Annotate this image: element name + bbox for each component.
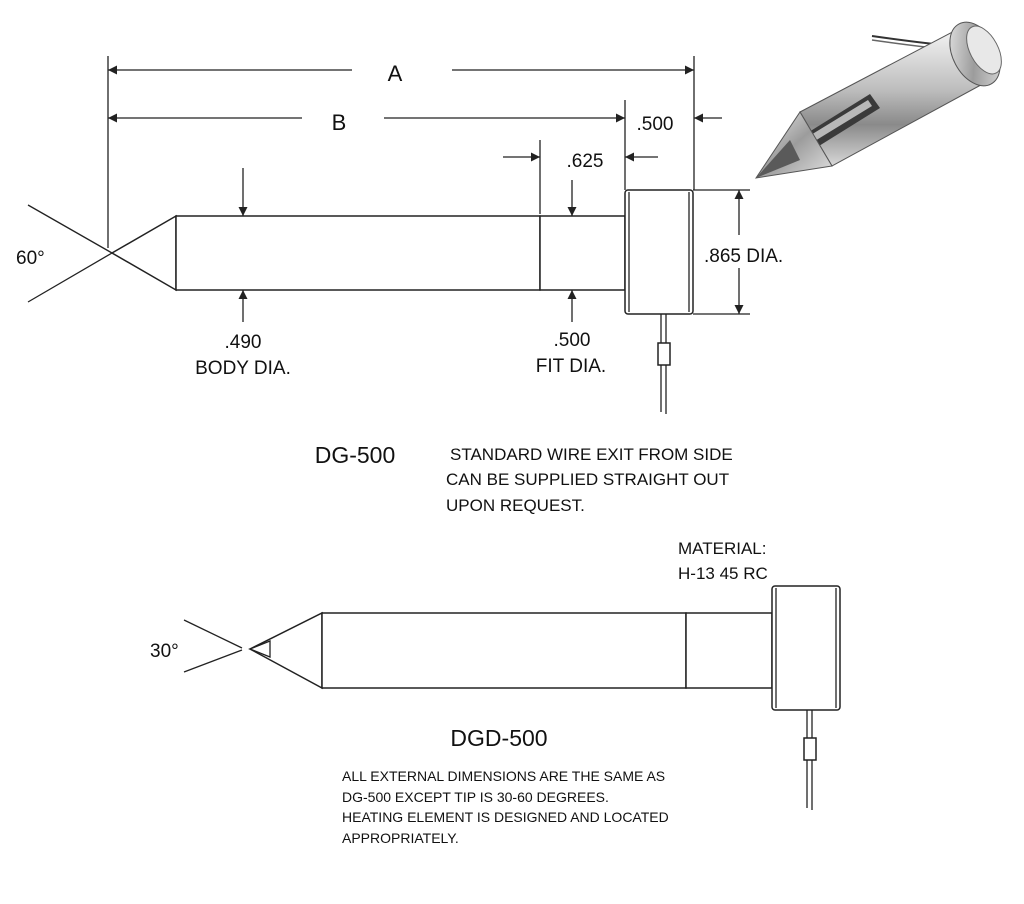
angle-line-upper — [183, 619, 243, 649]
dgd500-body — [321, 612, 687, 689]
dim-865-dia-label: .865 DIA. — [704, 246, 783, 267]
dgd500-title: DGD-500 — [450, 725, 547, 751]
material-label: MATERIAL: — [678, 539, 766, 558]
dim-a-label: A — [388, 61, 403, 86]
material-value: H-13 45 RC — [678, 564, 768, 583]
dgd500-note-line-4: APPROPRIATELY. — [342, 830, 459, 846]
dg500-body — [175, 215, 541, 291]
dim-500-top-label: .500 — [637, 114, 674, 135]
dgd500-part — [183, 585, 841, 810]
dgd500-angle-label: 30° — [150, 641, 179, 662]
dg500-title: DG-500 — [315, 442, 396, 468]
dgd500-fit-section — [685, 612, 773, 689]
dgd500-note-line-1: ALL EXTERNAL DIMENSIONS ARE THE SAME AS — [342, 768, 665, 784]
dim-b-label: B — [332, 110, 347, 135]
body-dia-label: BODY DIA. — [195, 358, 291, 379]
fit-dia-value: .500 — [554, 330, 591, 351]
angle-line-lower — [27, 252, 113, 303]
dgd500-note-line-2: DG-500 EXCEPT TIP IS 30-60 DEGREES. — [342, 789, 609, 805]
dg500-note-line-1: STANDARD WIRE EXIT FROM SIDE — [450, 445, 733, 464]
dg500-dimensions — [107, 56, 750, 322]
dg500-angle-label: 60° — [16, 248, 45, 269]
dim-625-label: .625 — [567, 151, 604, 172]
body-dia-value: .490 — [225, 332, 262, 353]
dgd500-head — [771, 585, 841, 711]
probe-3d-illustration — [754, 21, 1002, 179]
dg500-wire-sleeve — [657, 342, 671, 366]
dg500-fit-section — [539, 215, 626, 291]
dg500-head — [624, 189, 694, 315]
dg500-note-line-3: UPON REQUEST. — [446, 496, 585, 515]
dg500-note-line-2: CAN BE SUPPLIED STRAIGHT OUT — [446, 470, 729, 489]
angle-line-lower — [183, 649, 243, 673]
dg500-tip — [110, 214, 177, 292]
fit-dia-label: FIT DIA. — [536, 356, 606, 377]
angle-line-upper — [27, 204, 113, 254]
dg500-part — [27, 189, 694, 414]
dgd500-wire-sleeve — [803, 737, 817, 761]
dgd500-note-line-3: HEATING ELEMENT IS DESIGNED AND LOCATED — [342, 809, 669, 825]
